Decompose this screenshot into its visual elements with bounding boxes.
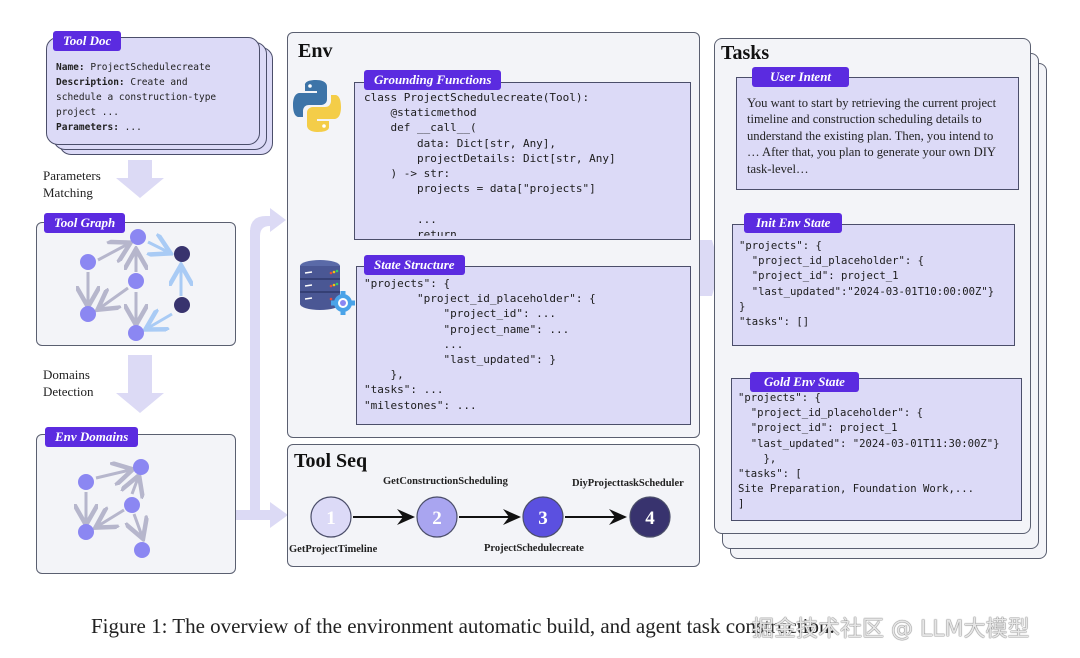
tool-doc-name-value: ProjectSchedulecreate xyxy=(84,62,211,73)
state-structure-tag: State Structure xyxy=(364,255,465,275)
down-arrow-params xyxy=(116,160,164,198)
tool-doc-desc-value: Create and xyxy=(124,77,188,88)
parameters-matching-label: Parameters Matching xyxy=(43,168,101,200)
state-structure-box xyxy=(356,266,691,425)
state-structure-code: "projects": { "project_id_placeholder": … xyxy=(364,277,596,412)
gold-env-state-box xyxy=(731,378,1022,521)
step-2-label: GetConstructionScheduling xyxy=(383,476,508,487)
tool-doc-content: Name: ProjectSchedulecreate Description:… xyxy=(56,60,216,135)
domains-detection-label: Domains Detection xyxy=(43,367,94,399)
ed-node xyxy=(78,474,94,490)
figure-caption: Figure 1: The overview of the environmen… xyxy=(91,614,835,638)
ed-node xyxy=(124,497,140,513)
env-domains-graph xyxy=(36,459,150,558)
step-4-label: DiyProjecttaskScheduler xyxy=(572,478,684,489)
seq-node-1 xyxy=(310,496,352,538)
tg-node xyxy=(80,254,96,270)
tasks-title: Tasks xyxy=(721,42,770,64)
python-logo-icon xyxy=(293,80,341,132)
seq-node-number: 3 xyxy=(538,508,548,529)
init-env-state-box xyxy=(732,224,1015,346)
grounding-functions-code: class ProjectSchedulecreate(Tool): @stat… xyxy=(364,91,616,236)
database-gear-icon xyxy=(300,260,355,315)
connector-to-toolseq-head xyxy=(270,502,288,528)
ed-node xyxy=(78,524,94,540)
tool-doc-card xyxy=(46,37,260,145)
seq-node-number: 1 xyxy=(326,508,336,529)
grounding-functions-box xyxy=(354,82,691,240)
step-1-label: GetProjectTimeline xyxy=(289,544,378,555)
tool-doc-desc-key: Description: xyxy=(56,77,125,88)
env-title: Env xyxy=(298,40,333,62)
tg-node xyxy=(130,229,146,245)
seq-node-4 xyxy=(629,496,671,538)
user-intent-box xyxy=(736,77,1019,190)
tg-node xyxy=(80,306,96,322)
watermark: 掘金技术社区 @ LLM大模型 xyxy=(752,617,1030,642)
tg-node-dark xyxy=(174,297,190,313)
connector-vertical xyxy=(250,230,260,518)
seq-node-number: 2 xyxy=(432,508,442,529)
seq-node-number: 4 xyxy=(645,508,655,529)
connector-to-env xyxy=(250,208,286,236)
ed-edge xyxy=(132,478,138,494)
connector-horizontal xyxy=(234,510,274,520)
tool-seq-diagram: 1 2 3 4 xyxy=(310,496,671,538)
tool-doc-params-value: ... xyxy=(118,122,142,133)
tg-node xyxy=(128,273,144,289)
ed-edge xyxy=(95,470,130,478)
tool-graph-tag: Tool Graph xyxy=(44,213,126,233)
env-domains-tag: Env Domains xyxy=(45,427,139,447)
step-3-label: ProjectSchedulecreate xyxy=(484,543,584,554)
grounding-functions-tag: Grounding Functions xyxy=(364,70,502,90)
tool-doc-name-key: Name: xyxy=(56,62,85,73)
tg-node-dark xyxy=(174,246,190,262)
seq-node-3 xyxy=(522,496,564,538)
tg-edge xyxy=(97,244,128,260)
ed-node xyxy=(133,459,149,475)
tool-seq-panel xyxy=(287,444,700,567)
user-intent-tag: User Intent xyxy=(752,67,850,87)
ed-edge xyxy=(98,510,125,526)
tool-seq-title: Tool Seq xyxy=(294,450,368,472)
init-env-state-tag: Init Env State xyxy=(744,213,843,233)
tool-doc-params-key: Parameters: xyxy=(56,122,119,133)
down-arrow-domains xyxy=(116,355,164,413)
user-intent-text: You want to start by retrieving the curr… xyxy=(747,96,997,176)
tg-node xyxy=(128,325,144,341)
gold-env-state-code: "projects": { "project_id_placeholder": … xyxy=(738,392,1000,511)
ed-edge xyxy=(134,513,142,536)
ed-node xyxy=(134,542,150,558)
seq-node-2 xyxy=(416,496,458,538)
tg-edge xyxy=(148,314,173,328)
tg-edge xyxy=(148,242,168,252)
tool-doc-tag: Tool Doc xyxy=(53,31,122,51)
tool-doc-desc-line2: schedule a construction-type xyxy=(56,92,217,103)
tool-graph xyxy=(36,229,236,341)
tool-doc-desc-line3: project ... xyxy=(56,107,119,118)
gold-env-state-tag: Gold Env State xyxy=(750,372,859,392)
tg-edge xyxy=(100,286,129,308)
init-env-state-code: "projects": { "project_id_placeholder": … xyxy=(739,240,995,329)
